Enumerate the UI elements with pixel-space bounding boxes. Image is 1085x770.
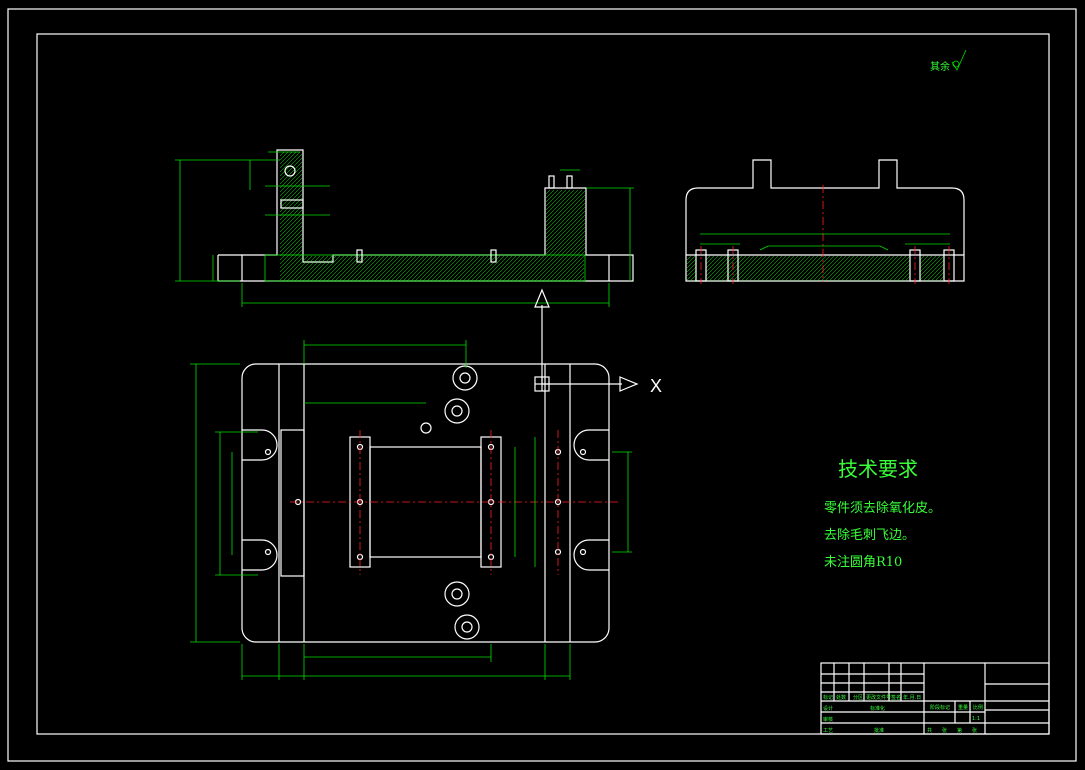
tb-label-count: 处数 bbox=[836, 694, 846, 701]
tb-weight: 重量 bbox=[958, 704, 968, 711]
technical-requirements: 技术要求 零件须去除氧化皮。 去除毛刺飞边。 未注圆角R10 bbox=[824, 457, 941, 570]
tb-sheets-1: 张 bbox=[942, 727, 947, 734]
x-axis-label: X bbox=[650, 376, 662, 396]
plan-view bbox=[190, 340, 632, 680]
tb-sheets-2: 张 bbox=[972, 727, 977, 734]
tb-label-zone: 分区 bbox=[853, 694, 863, 701]
tb-label-date: 年.月.日 bbox=[903, 694, 921, 701]
tech-req-title: 技术要求 bbox=[838, 457, 918, 481]
tb-side-approve: 批准 bbox=[874, 727, 884, 734]
tb-side-design: 设计 bbox=[823, 705, 833, 712]
outer-frame bbox=[7, 8, 1077, 762]
tb-scale-label: 比例 bbox=[973, 704, 983, 711]
tech-req-line-2: 去除毛刺飞边。 bbox=[824, 528, 915, 543]
tb-side-process: 工艺 bbox=[823, 728, 833, 734]
tech-req-line-3: 未注圆角R10 bbox=[824, 555, 902, 570]
tb-label-signature: 签名 bbox=[891, 694, 901, 701]
tb-total: 共 bbox=[927, 727, 932, 734]
tb-side-review: 审核 bbox=[823, 716, 833, 723]
tech-req-line-1: 零件须去除氧化皮。 bbox=[824, 501, 941, 516]
tb-stage-mark: 阶段标记 bbox=[930, 704, 950, 711]
side-section-view bbox=[685, 159, 965, 284]
ucs-axis-marker: X bbox=[534, 288, 662, 396]
front-section-view bbox=[175, 149, 634, 307]
tb-side-standard: 标准化 bbox=[870, 705, 885, 712]
tb-scale-value: 1:1 bbox=[972, 716, 980, 722]
tb-sheet-no: 第 bbox=[957, 727, 962, 734]
surface-roughness-note: 其余 bbox=[930, 49, 967, 73]
hatch-pattern bbox=[279, 151, 586, 282]
tb-label-mark: 标记 bbox=[823, 694, 833, 701]
surface-note-text: 其余 bbox=[930, 60, 950, 73]
title-block: 标记 处数 分区 更改文件号 签名 年.月.日 阶段标记 重量 比例 1:1 共… bbox=[820, 662, 1050, 735]
inner-frame bbox=[36, 33, 1050, 735]
roughness-symbol-icon bbox=[951, 49, 967, 71]
roughness-circle-icon bbox=[952, 60, 960, 68]
tb-label-change-doc: 更改文件号 bbox=[866, 694, 891, 701]
